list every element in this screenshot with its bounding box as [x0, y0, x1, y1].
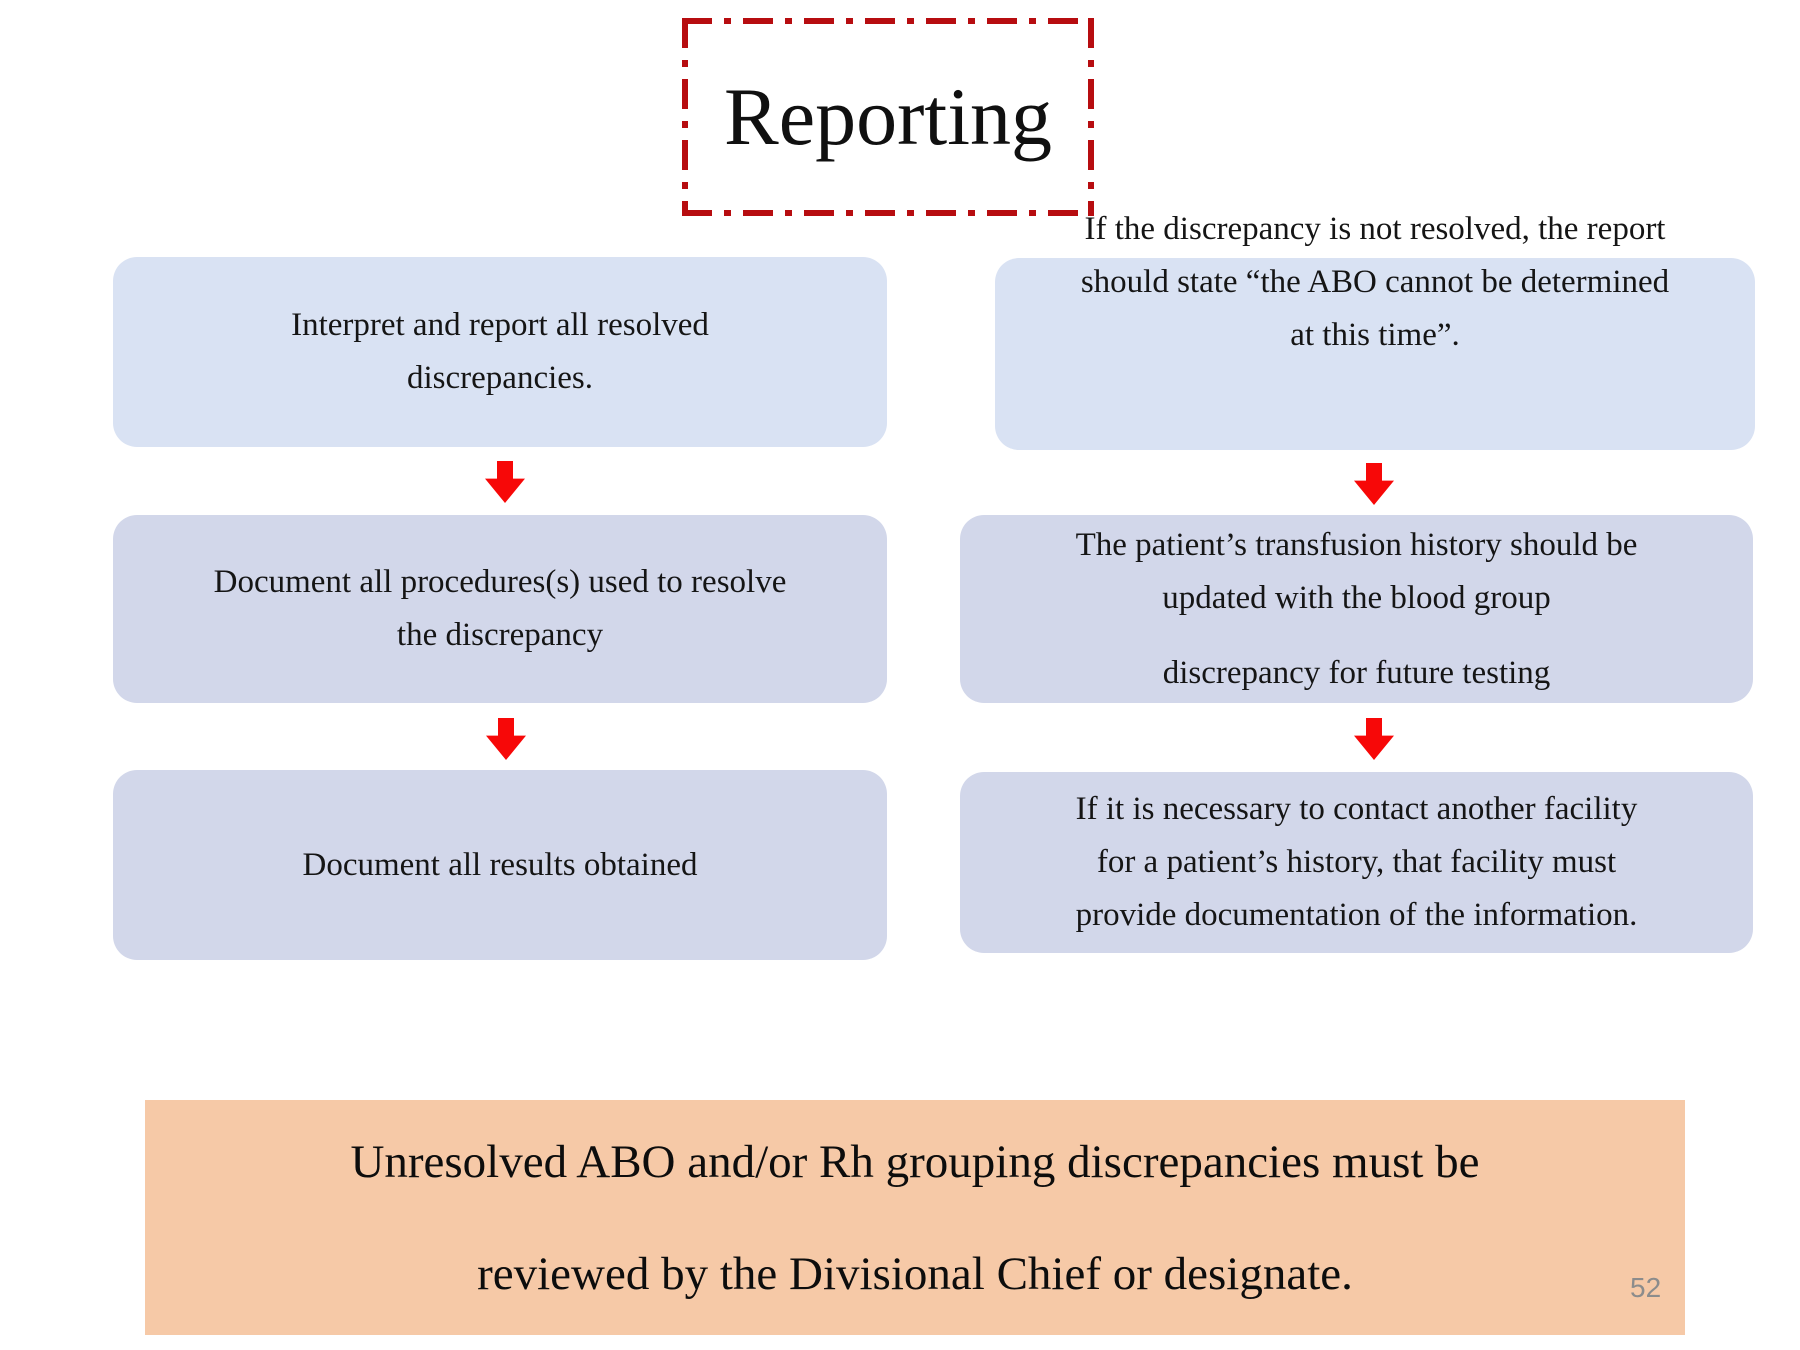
box-text-line: discrepancies. — [407, 360, 593, 396]
flow-box-right-2: The patient’s transfusion history should… — [960, 515, 1753, 703]
box-text-line: The patient’s transfusion history should… — [1075, 526, 1638, 563]
box-text-line: If it is necessary to contact another fa… — [1075, 791, 1638, 827]
slide-title: Reporting — [724, 71, 1052, 162]
box-text-line: should state “the ABO cannot be determin… — [1080, 264, 1670, 300]
title-box: Reporting — [682, 18, 1094, 216]
down-arrow-icon — [1354, 463, 1394, 505]
box-text-line: If the discrepancy is not resolved, the … — [1084, 211, 1666, 247]
box-text-line: Document all procedures(s) used to resol… — [213, 564, 787, 600]
title-border-right — [1088, 18, 1094, 216]
flow-box-left-1: Interpret and report all resolved discre… — [113, 257, 887, 447]
down-arrow-icon — [485, 461, 525, 503]
box-text-line: for a patient’s history, that facility m… — [1096, 844, 1617, 880]
flow-box-left-2: Document all procedures(s) used to resol… — [113, 515, 887, 703]
footer-text-line: reviewed by the Divisional Chief or desi… — [477, 1247, 1353, 1300]
title-border-top — [682, 18, 1094, 24]
box-text-line: at this time”. — [1290, 317, 1460, 353]
down-arrow-icon — [486, 718, 526, 760]
footer-text-line: Unresolved ABO and/or Rh grouping discre… — [350, 1135, 1480, 1188]
flow-box-right-3: If it is necessary to contact another fa… — [960, 772, 1753, 953]
flow-box-left-3: Document all results obtained — [113, 770, 887, 960]
box-text-line: the discrepancy — [396, 617, 604, 653]
box-text-line: discrepancy for future testing — [1162, 654, 1551, 691]
title-border-bottom — [682, 210, 1094, 216]
box-text-line: updated with the blood group — [1162, 579, 1551, 616]
box-text-block: If the discrepancy is not resolved, the … — [995, 203, 1755, 362]
box-text-line: Interpret and report all resolved — [291, 307, 709, 343]
page-number: 52 — [1630, 1272, 1662, 1303]
title-border-left — [682, 18, 688, 216]
footer-banner: Unresolved ABO and/or Rh grouping discre… — [145, 1100, 1685, 1335]
box-text-line: provide documentation of the information… — [1075, 897, 1638, 933]
down-arrow-icon — [1354, 718, 1394, 760]
flow-box-right-1: If the discrepancy is not resolved, the … — [995, 211, 1755, 450]
box-text-line: Document all results obtained — [302, 846, 698, 883]
